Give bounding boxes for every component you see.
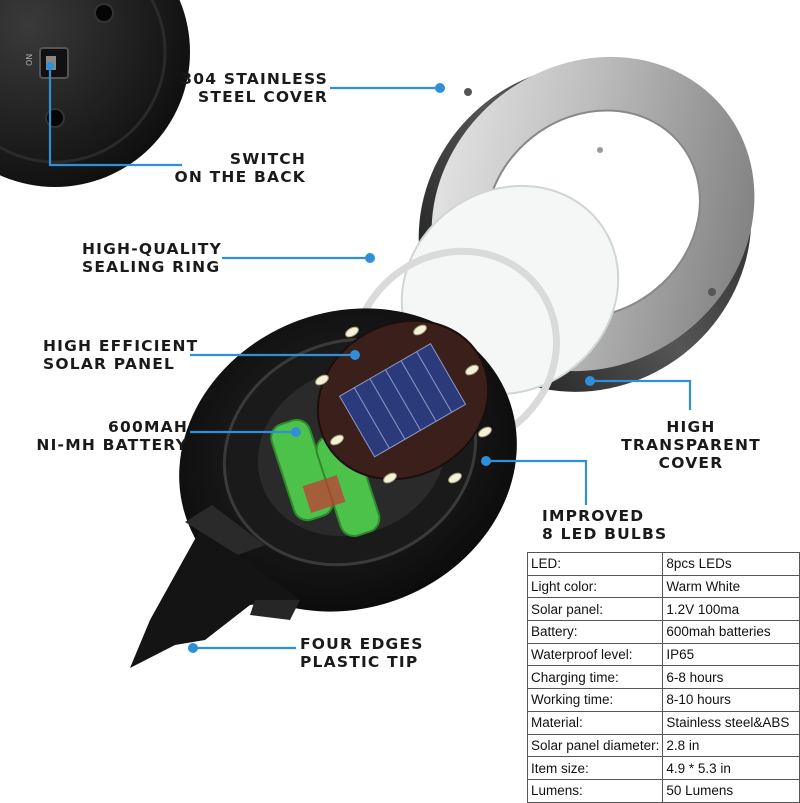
spec-row: Lumens:50 Lumens xyxy=(526,778,800,803)
spec-row: Item size:4.9 * 5.3 in xyxy=(526,756,800,780)
spec-label: Item size: xyxy=(526,756,664,780)
callout-line: ON THE BACK xyxy=(174,168,306,186)
callout-plastic-tip: FOUR EDGES PLASTIC TIP xyxy=(300,635,424,671)
callout-led-bulbs: IMPROVED 8 LED BULBS xyxy=(542,507,667,543)
spec-row: Working time:8-10 hours xyxy=(526,688,800,712)
callout-line: FOUR EDGES xyxy=(300,635,424,653)
callout-line: 304 STAINLESS xyxy=(181,70,328,88)
battery-pack xyxy=(270,418,381,537)
spec-label: Battery: xyxy=(526,620,664,644)
switch-marking: ON xyxy=(25,54,34,66)
ground-stake xyxy=(130,505,300,668)
callout-line: HIGH xyxy=(666,418,716,436)
spec-value: 6-8 hours xyxy=(662,665,800,690)
callout-line: SOLAR PANEL xyxy=(43,355,176,373)
spec-value: 600mah batteries xyxy=(662,620,800,644)
spec-label: Material: xyxy=(526,710,664,735)
callout-sealing-ring: HIGH-QUALITY SEALING RING xyxy=(82,240,222,276)
spec-row: Solar panel diameter:2.8 in xyxy=(526,733,800,758)
spec-value: 1.2V 100ma xyxy=(662,597,800,622)
callout-line: SWITCH xyxy=(229,150,306,168)
callout-steel-cover: 304 STAINLESS STEEL COVER xyxy=(181,70,328,106)
spec-row: Battery:600mah batteries xyxy=(526,620,800,644)
solar-panel-disc xyxy=(315,319,492,484)
spec-value: 50 Lumens xyxy=(662,778,800,803)
callout-transparent-cover: HIGH TRANSPARENT COVER xyxy=(620,418,762,472)
leader-lines xyxy=(48,66,692,650)
spec-value: Stainless steel&ABS xyxy=(662,710,800,735)
spec-value: IP65 xyxy=(662,642,800,667)
spec-value: 8pcs LEDs xyxy=(662,552,800,576)
led-bulbs xyxy=(315,324,492,484)
callout-line: HIGH-QUALITY xyxy=(82,240,222,258)
callout-line: NI-MH BATTERY xyxy=(36,436,188,454)
spec-label: Light color: xyxy=(526,574,664,599)
spec-label: Lumens: xyxy=(526,778,664,803)
callout-line: IMPROVED xyxy=(542,507,645,525)
spec-row: Light color:Warm White xyxy=(526,574,800,599)
spec-value: 4.9 * 5.3 in xyxy=(662,756,800,780)
leader-dots xyxy=(46,62,595,653)
spec-label: Charging time: xyxy=(526,665,664,690)
spec-label: Working time: xyxy=(526,688,664,712)
spec-value: 8-10 hours xyxy=(662,688,800,712)
callout-solar-panel: HIGH EFFICIENT SOLAR PANEL xyxy=(43,337,198,373)
callout-line: SEALING RING xyxy=(82,258,221,276)
spec-row: LED:8pcs LEDs xyxy=(526,552,800,576)
spec-label: LED: xyxy=(526,552,664,576)
spec-row: Material:Stainless steel&ABS xyxy=(526,710,800,735)
spec-value: 2.8 in xyxy=(662,733,800,758)
spec-label: Solar panel: xyxy=(526,597,664,622)
callout-line: TRANSPARENT xyxy=(621,436,761,454)
spec-row: Solar panel:1.2V 100ma xyxy=(526,597,800,622)
callout-line: HIGH EFFICIENT xyxy=(43,337,199,355)
spec-value: Warm White xyxy=(662,574,800,599)
spec-row: Waterproof level:IP65 xyxy=(526,642,800,667)
callout-line: COVER xyxy=(658,454,724,472)
spec-label: Waterproof level: xyxy=(526,642,664,667)
spec-row: Charging time:6-8 hours xyxy=(526,665,800,690)
callout-line: STEEL COVER xyxy=(197,88,328,106)
unit-back-view xyxy=(0,0,190,187)
callout-line: 600MAH xyxy=(108,418,188,436)
callout-line: PLASTIC TIP xyxy=(300,653,419,671)
spec-label: Solar panel diameter: xyxy=(526,733,664,758)
callout-battery: 600MAH NI-MH BATTERY xyxy=(36,418,188,454)
callout-line: 8 LED BULBS xyxy=(542,525,668,543)
callout-switch: SWITCH ON THE BACK xyxy=(175,150,306,186)
